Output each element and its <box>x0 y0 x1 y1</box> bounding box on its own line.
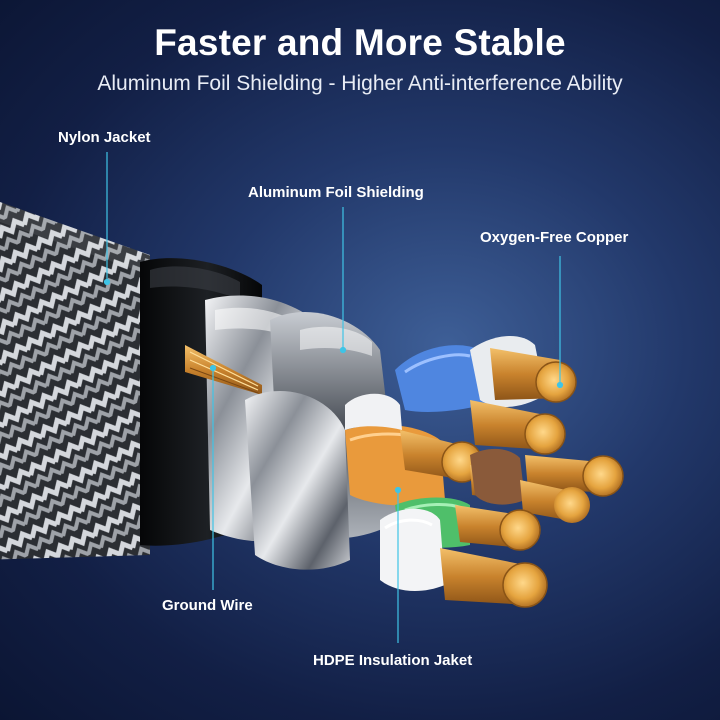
brown-pair <box>470 448 590 523</box>
callout-nylon-jacket: Nylon Jacket <box>58 129 151 146</box>
callout-aluminum-foil-shielding: Aluminum Foil Shielding <box>248 184 424 201</box>
leader-lines <box>103 152 564 643</box>
blue-pair <box>395 335 577 412</box>
upper-copper-bundle <box>470 400 624 497</box>
headline-title: Faster and More Stable <box>154 22 566 63</box>
callout-oxygen-free-copper: Oxygen-Free Copper <box>480 229 629 246</box>
hdpe-insulation-bottom <box>380 508 548 608</box>
callout-ground-wire: Ground Wire <box>162 597 253 614</box>
callout-hdpe-insulation: HDPE Insulation Jaket <box>313 652 473 669</box>
ground-wire-strands <box>185 345 262 395</box>
headline-subtitle: Aluminum Foil Shielding - Higher Anti-in… <box>97 72 623 95</box>
nylon-jacket-braid <box>0 202 150 560</box>
